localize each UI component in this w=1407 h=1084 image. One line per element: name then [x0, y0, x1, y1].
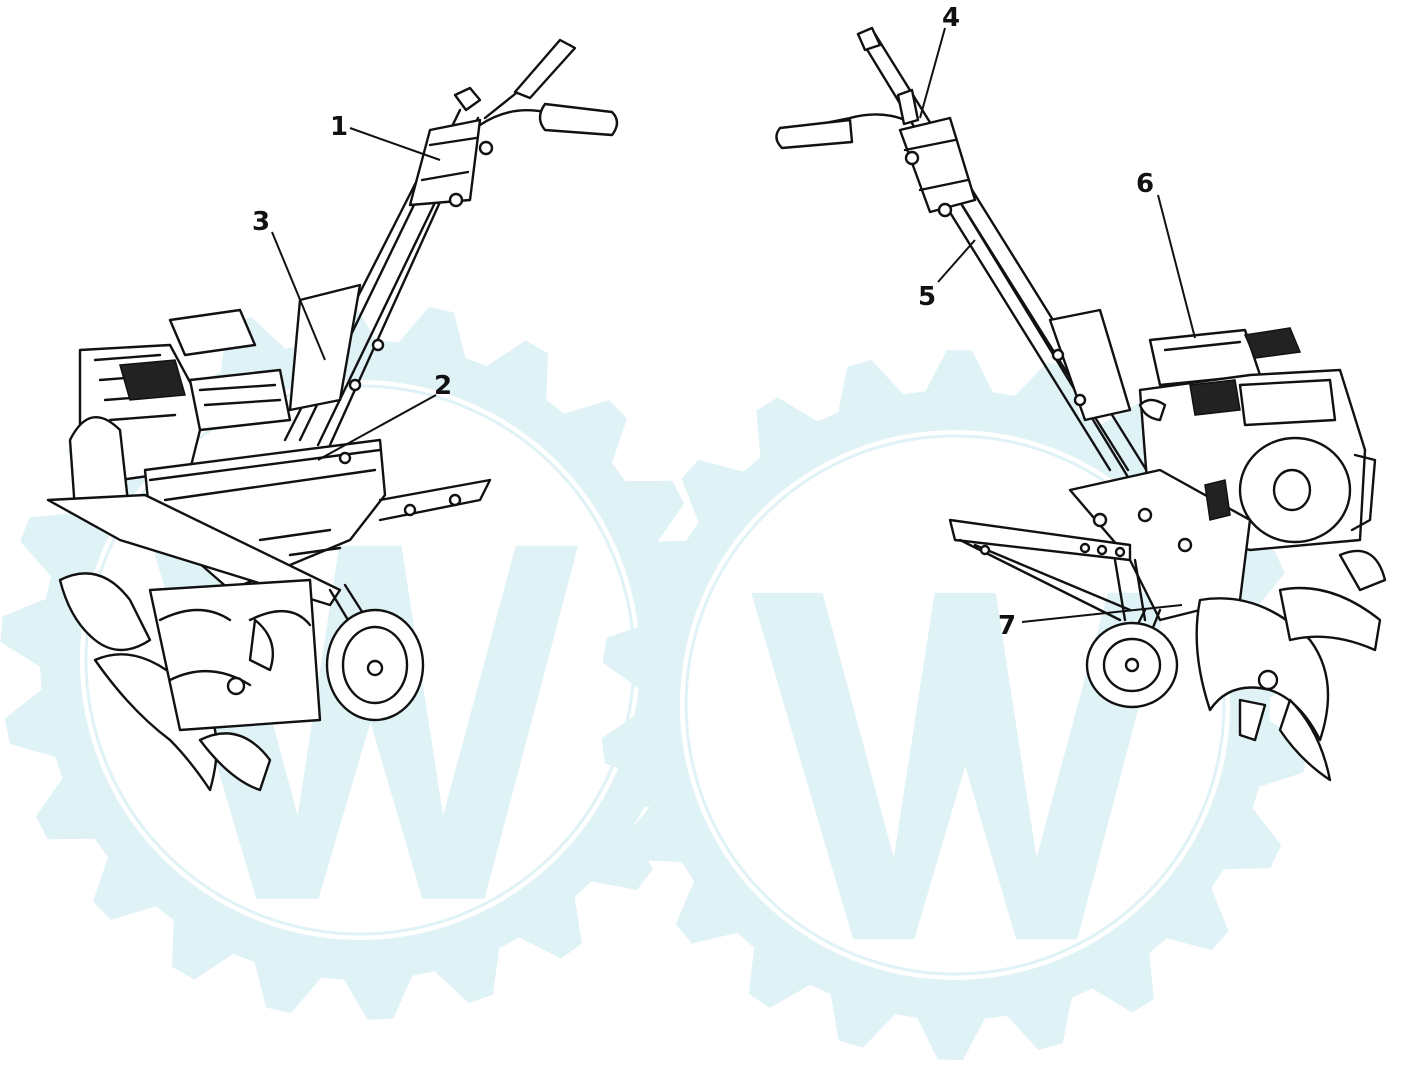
callout-7: 7 [998, 611, 1016, 641]
tiller-left-view [46, 38, 619, 792]
leader-4 [919, 27, 946, 119]
leader-2 [317, 394, 437, 461]
callout-6: 6 [1136, 169, 1154, 199]
leader-5 [937, 239, 976, 283]
leader-1 [349, 127, 441, 161]
callout-3: 3 [252, 207, 270, 237]
tiller-right-view [775, 26, 1387, 782]
callout-5: 5 [918, 282, 936, 312]
callout-1: 1 [330, 112, 348, 142]
callout-4: 4 [942, 3, 960, 33]
leader-3 [271, 231, 326, 361]
leader-7 [1021, 604, 1183, 623]
leader-6 [1157, 194, 1196, 339]
callout-2: 2 [434, 371, 452, 401]
